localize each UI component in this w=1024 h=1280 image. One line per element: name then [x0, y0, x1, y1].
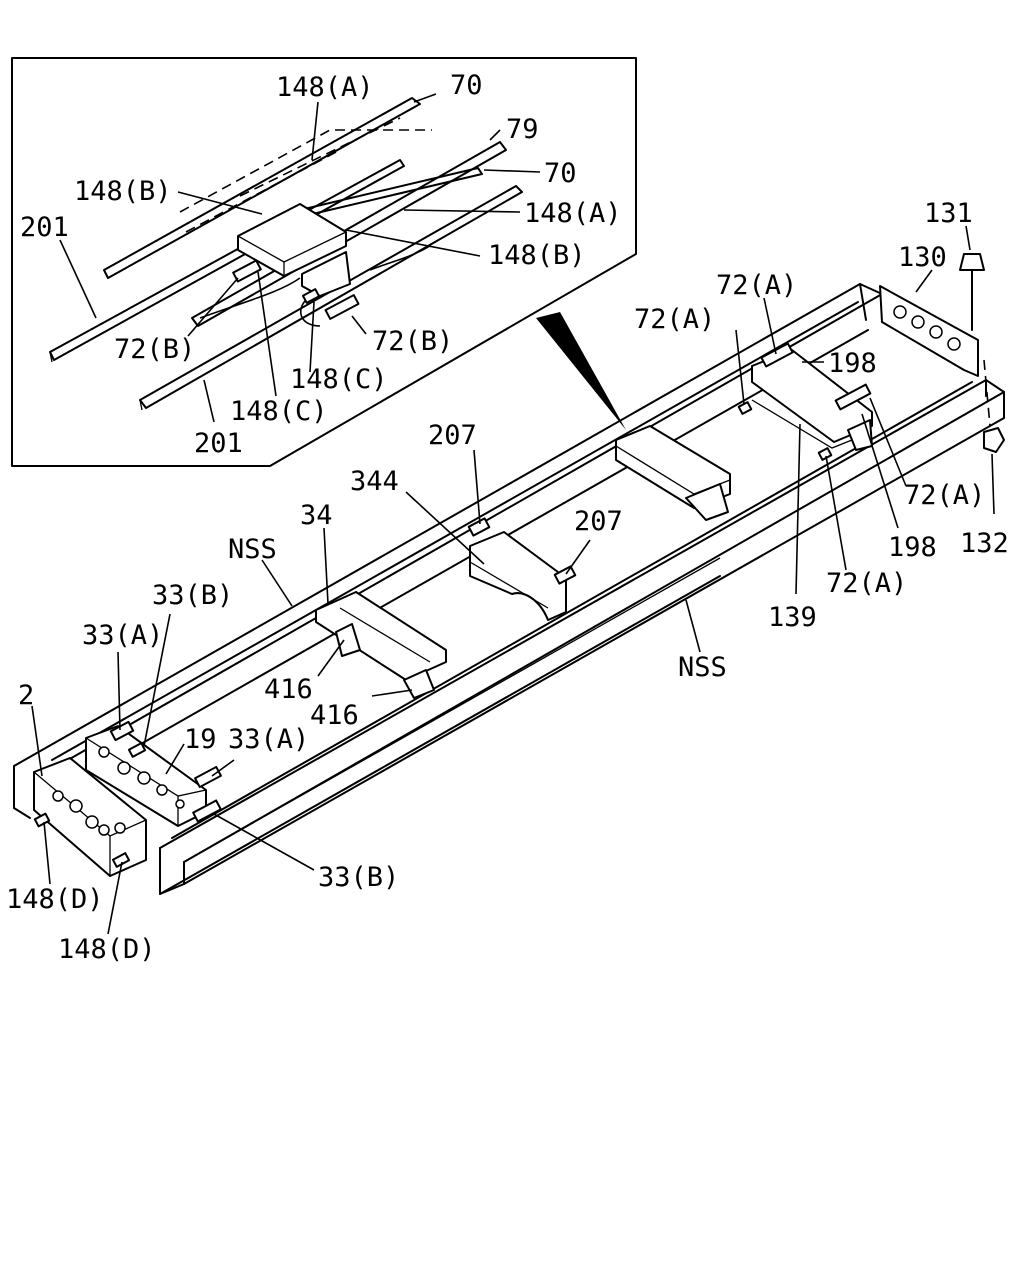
side-rail-far	[13, 283, 883, 777]
inset-label-148b-left: 148(B)	[74, 176, 172, 207]
label-139: 139	[768, 602, 817, 633]
label-207-top: 207	[428, 420, 477, 451]
inset-detail: 148(A) 70 79 70 148(B) 148(A) 201 148(B)…	[11, 57, 637, 467]
label-33b-top: 33(B)	[152, 580, 233, 611]
crossmember-344	[469, 531, 567, 621]
label-72a-second: 72(A)	[634, 304, 715, 335]
label-2: 2	[18, 680, 34, 711]
label-148d-b: 148(D)	[58, 934, 156, 965]
inset-label-148a-right: 148(A)	[524, 198, 622, 229]
inset-label-148c-low: 148(C)	[230, 396, 328, 427]
label-33b-low: 33(B)	[318, 862, 399, 893]
inset-strip-79	[191, 141, 507, 327]
label-198-low: 198	[888, 532, 937, 563]
label-19: 19	[184, 724, 217, 755]
inset-label-201-bottom: 201	[194, 428, 243, 459]
label-416-a: 416	[264, 674, 313, 705]
inset-frame	[11, 57, 637, 467]
inset-crossmember	[237, 203, 347, 277]
inset-rail-201-lower	[139, 185, 523, 409]
inset-label-201-left: 201	[20, 212, 69, 243]
label-72a-top: 72(A)	[716, 270, 797, 301]
side-rail-near	[159, 379, 1005, 863]
label-nss-right: NSS	[678, 652, 727, 683]
inset-label-148c-mid: 148(C)	[290, 364, 388, 395]
label-33a-mid: 33(A)	[228, 724, 309, 755]
inset-label-148a-top: 148(A)	[276, 72, 374, 103]
crossmember-inset-ref	[615, 425, 731, 509]
label-33a-left: 33(A)	[82, 620, 163, 651]
label-148d-a: 148(D)	[6, 884, 104, 915]
label-207-low: 207	[574, 506, 623, 537]
label-34: 34	[300, 500, 333, 531]
inset-label-70-top: 70	[450, 70, 483, 101]
inset-label-79: 79	[506, 114, 539, 145]
inset-label-148b-right: 148(B)	[488, 240, 586, 271]
inset-strip-70-top	[103, 97, 421, 279]
crossmember-34	[315, 591, 447, 681]
label-72a-low: 72(A)	[826, 568, 907, 599]
label-nss-left: NSS	[228, 534, 277, 565]
label-72a-right: 72(A)	[904, 480, 985, 511]
detail-pointer	[536, 312, 626, 430]
bracket-130	[879, 285, 979, 377]
frame-assembly	[13, 225, 1005, 935]
inset-label-70-mid: 70	[544, 158, 577, 189]
label-132: 132	[960, 528, 1009, 559]
label-416-b: 416	[310, 700, 359, 731]
inset-label-72b-left: 72(B)	[114, 334, 195, 365]
label-344: 344	[350, 466, 399, 497]
bolt-131	[959, 253, 985, 271]
nut-132	[983, 427, 1005, 453]
label-198-top: 198	[828, 348, 877, 379]
inset-label-72b-right: 72(B)	[372, 326, 453, 357]
label-130: 130	[898, 242, 947, 273]
label-131: 131	[924, 198, 973, 229]
